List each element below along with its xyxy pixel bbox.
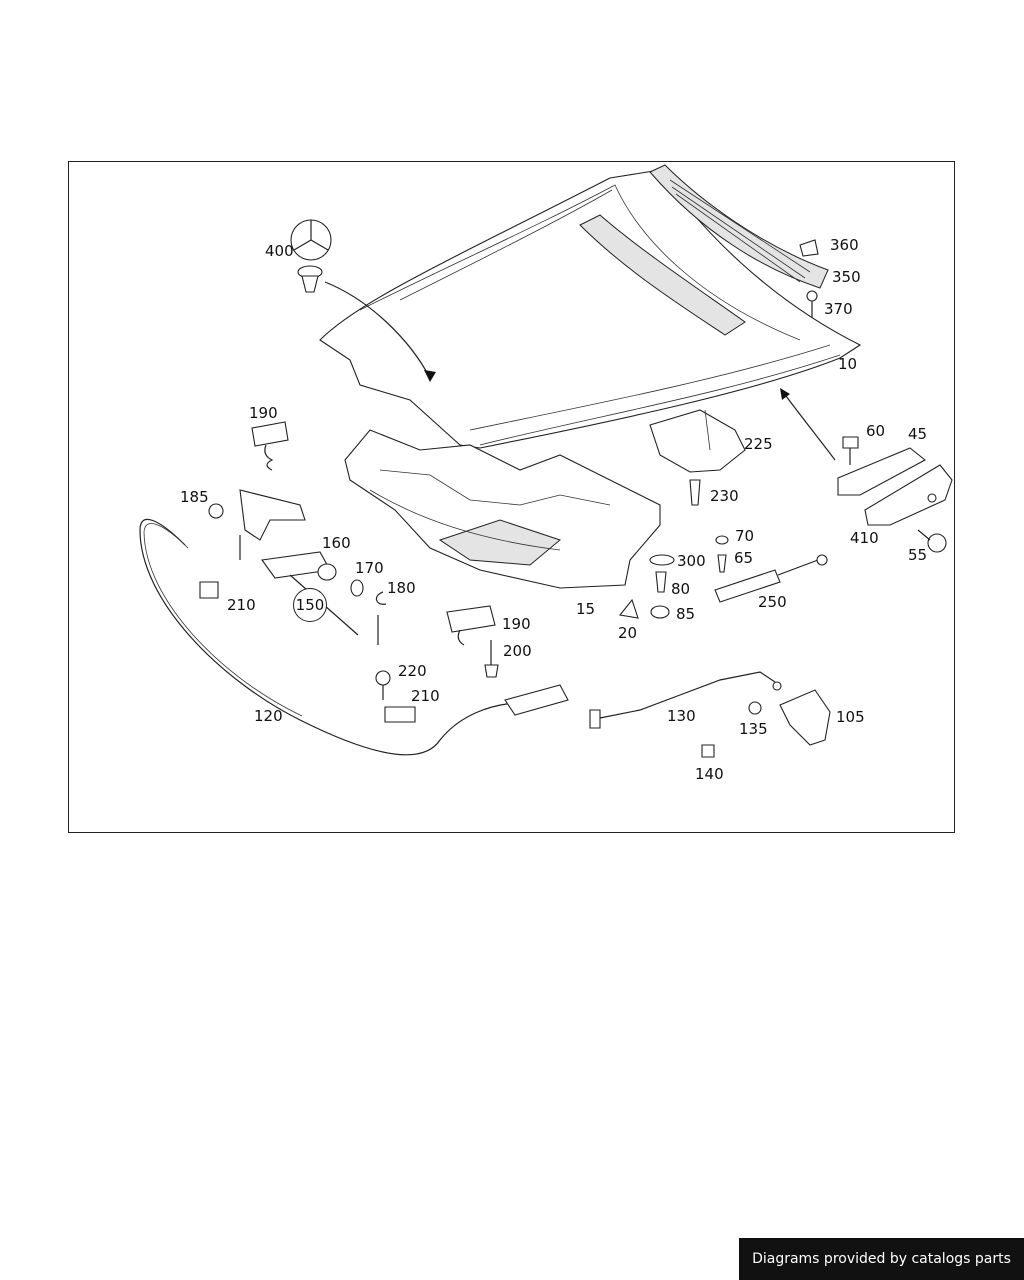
label-135: 135 — [739, 720, 768, 738]
label-185: 185 — [180, 488, 209, 506]
label-85: 85 — [676, 605, 696, 623]
label-230: 230 — [710, 487, 739, 505]
label-410: 410 — [850, 529, 879, 547]
hood-panel — [319, 169, 862, 449]
label-80: 80 — [671, 580, 691, 598]
label-105: 105 — [836, 708, 865, 726]
label-360: 360 — [830, 236, 859, 254]
label-225: 225 — [744, 435, 773, 453]
label-220: 220 — [398, 662, 427, 680]
label-120: 120 — [254, 707, 283, 725]
label-350: 350 — [832, 268, 861, 286]
star-emblem — [290, 219, 332, 293]
label-400: 400 — [265, 242, 294, 260]
label-65: 65 — [734, 549, 754, 567]
label-200: 200 — [503, 642, 532, 660]
label-300: 300 — [677, 552, 706, 570]
label-190b: 190 — [502, 615, 531, 633]
label-130: 130 — [667, 707, 696, 725]
label-60: 60 — [866, 422, 886, 440]
label-210a: 210 — [227, 596, 256, 614]
label-250: 250 — [758, 593, 787, 611]
label-170: 170 — [355, 559, 384, 577]
hood-insulation — [344, 429, 661, 589]
label-20: 20 — [618, 624, 638, 642]
label-70: 70 — [735, 527, 755, 545]
label-210b: 210 — [411, 687, 440, 705]
label-180: 180 — [387, 579, 416, 597]
label-370: 370 — [824, 300, 853, 318]
label-190a: 190 — [249, 404, 278, 422]
label-15: 15 — [576, 600, 596, 618]
footer-credit-badge: Diagrams provided by catalogs parts — [739, 1238, 1024, 1280]
label-45: 45 — [908, 425, 928, 443]
callout-150: 150 — [293, 588, 327, 622]
label-55: 55 — [908, 546, 928, 564]
label-140: 140 — [695, 765, 724, 783]
label-10: 10 — [838, 355, 858, 373]
label-160: 160 — [322, 534, 351, 552]
